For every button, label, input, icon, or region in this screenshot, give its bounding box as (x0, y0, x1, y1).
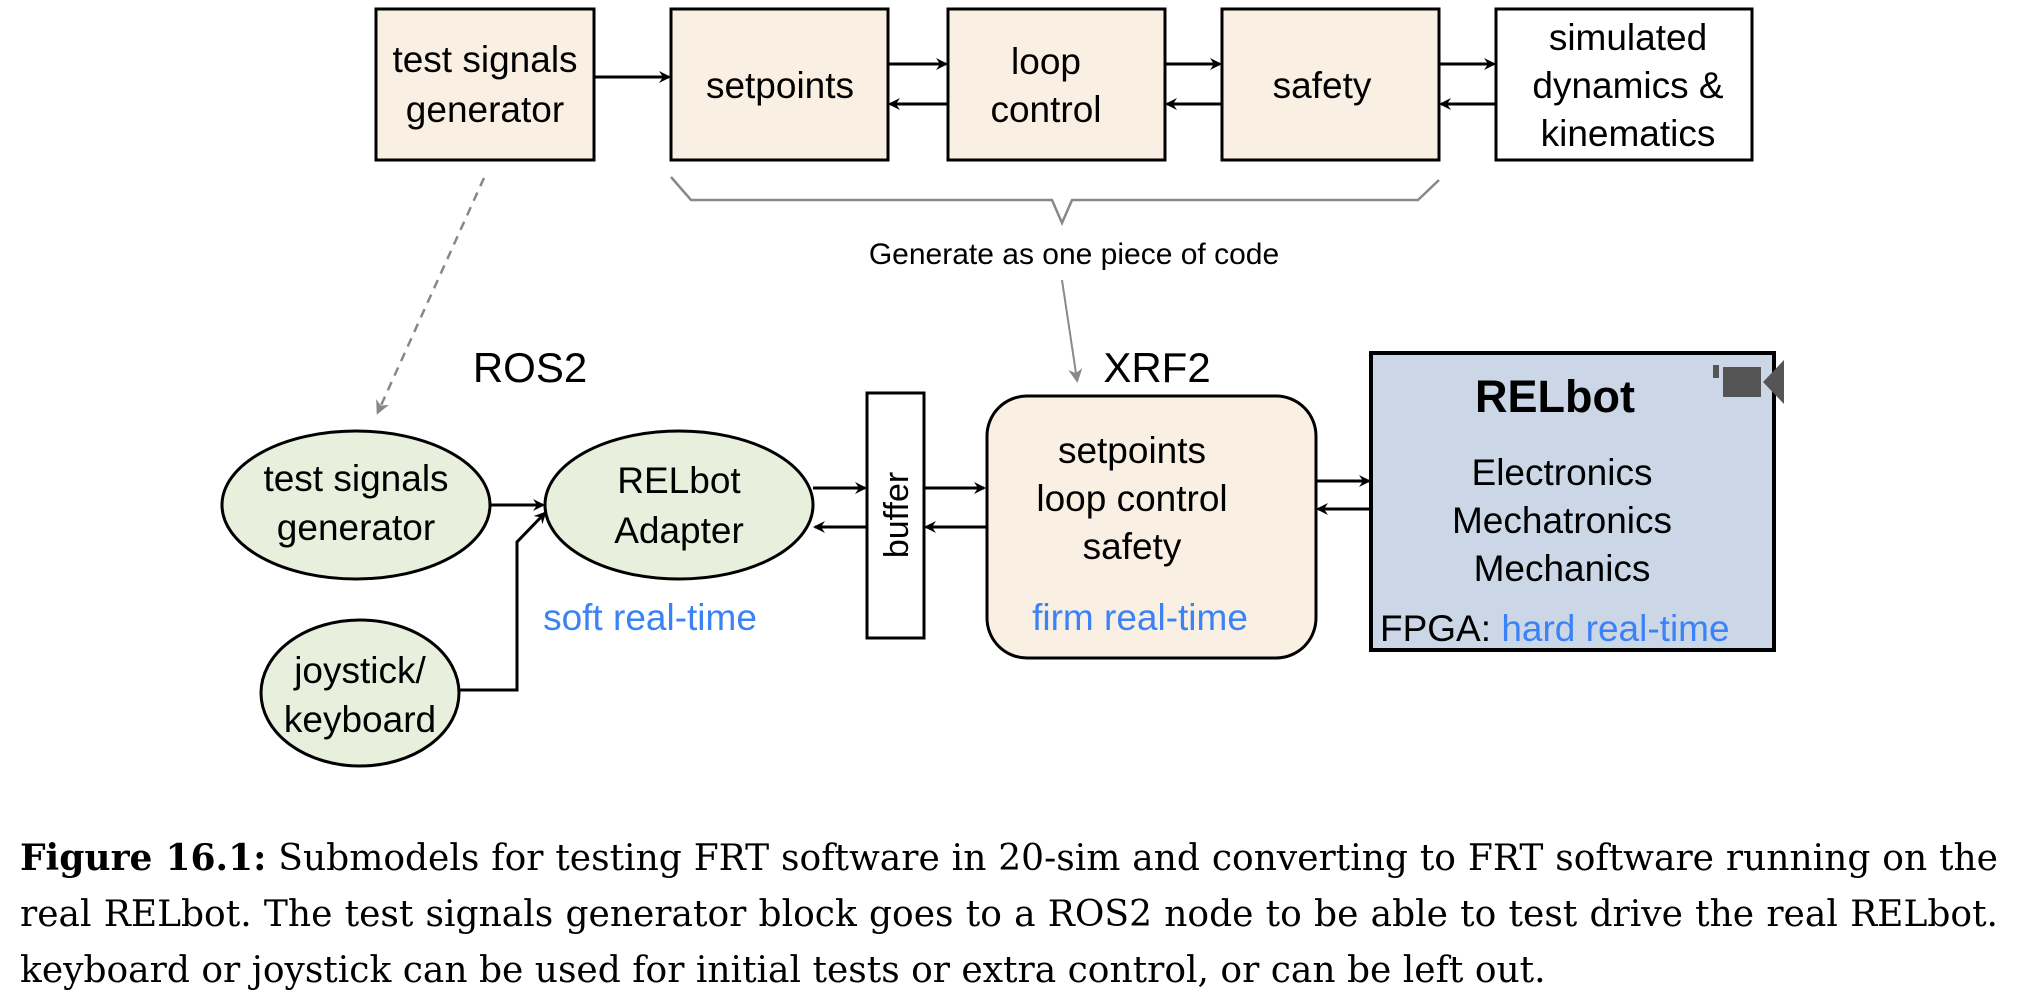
joystick-line2: keyboard (284, 699, 436, 740)
diagram-canvas: test signals generator setpoints loop co… (220, 7, 1784, 768)
grouping-brace (670, 176, 1440, 227)
arrow-code-to-xrf2 (1061, 279, 1083, 383)
buffer-block: buffer (865, 391, 926, 640)
relbot-adapter-line1: RELbot (617, 460, 741, 501)
ros2-joystick-keyboard-node: joystick/ keyboard (259, 618, 461, 768)
top-loop-control-line2: control (990, 89, 1101, 130)
top-safety-block: safety (1220, 7, 1441, 162)
brace-label: Generate as one piece of code (869, 238, 1279, 271)
fpga-prefix: FPGA: (1380, 608, 1501, 649)
ros2-label: ROS2 (473, 344, 587, 391)
xrf2-line-loop-control: loop control (1036, 478, 1227, 519)
top-loop-control-line1: loop (1011, 41, 1081, 82)
ros2-relbot-adapter-node: RELbot Adapter (543, 429, 815, 581)
top-setpoints-label: setpoints (706, 65, 854, 106)
ros2-test-signals-line2: generator (277, 507, 435, 548)
ros2-test-signals-generator-node: test signals generator (220, 429, 492, 581)
top-test-signals-line1: test signals (392, 39, 577, 80)
top-simulated-line3: kinematics (1541, 113, 1716, 154)
joystick-line1: joystick/ (293, 650, 426, 691)
top-simulated-line1: simulated (1549, 17, 1707, 58)
relbot-line-mechatronics: Mechatronics (1452, 500, 1672, 541)
soft-real-time-label: soft real-time (543, 597, 757, 638)
relbot-block: RELbot Electronics Mechatronics Mechanic… (1369, 351, 1784, 652)
top-simulated-line2: dynamics & (1532, 65, 1724, 106)
relbot-title: RELbot (1475, 371, 1635, 422)
ros2-test-signals-line1: test signals (263, 458, 448, 499)
buffer-label: buffer (878, 472, 916, 558)
top-test-signals-line2: generator (406, 89, 564, 130)
arrow-joystick-to-adapter (459, 511, 547, 692)
firm-real-time-label: firm real-time (1032, 597, 1248, 638)
xrf2-line-safety: safety (1083, 526, 1182, 567)
top-loop-control-block: loop control (946, 7, 1167, 162)
figure-label: Figure 16.1: (20, 837, 267, 879)
figure-caption: Figure 16.1: Submodels for testing FRT s… (20, 830, 1998, 999)
relbot-line-mechanics: Mechanics (1474, 548, 1651, 589)
top-setpoints-block: setpoints (669, 7, 890, 162)
relbot-fpga-line: FPGA: hard real-time (1380, 608, 1730, 649)
top-safety-label: safety (1273, 65, 1372, 106)
xrf2-label: XRF2 (1103, 344, 1210, 391)
hard-real-time-label: hard real-time (1501, 608, 1729, 649)
relbot-adapter-line2: Adapter (614, 510, 744, 551)
figure-caption-text: Submodels for testing FRT software in 20… (20, 838, 1998, 991)
xrf2-line-setpoints: setpoints (1058, 430, 1206, 471)
top-test-signals-generator-block: test signals generator (374, 7, 596, 162)
dashed-arrow-testsignals-to-ros2 (376, 177, 486, 415)
relbot-line-electronics: Electronics (1472, 452, 1653, 493)
top-simulated-dynamics-block: simulated dynamics & kinematics (1494, 7, 1754, 162)
camera-icon (1713, 360, 1784, 404)
xrf2-block: setpoints loop control safety firm real-… (985, 394, 1318, 660)
